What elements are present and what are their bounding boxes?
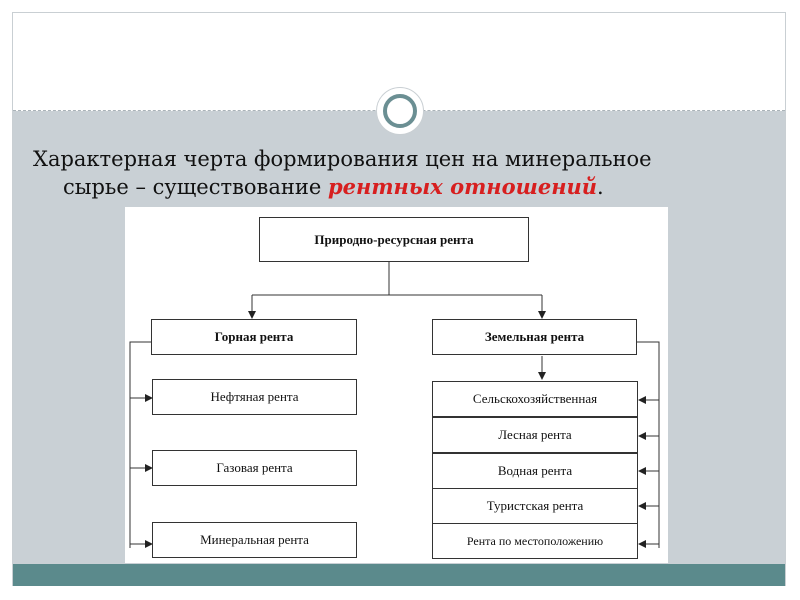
right-item-box: Лесная рента bbox=[432, 417, 638, 453]
heading-line-1: Характерная черта формирования цен на ми… bbox=[33, 147, 652, 171]
slide-heading: Характерная черта формирования цен на ми… bbox=[33, 145, 773, 201]
heading-accent: рентных отношений bbox=[327, 174, 598, 199]
diagram-connectors bbox=[129, 262, 660, 548]
left-item-box: Минеральная рента bbox=[152, 522, 357, 558]
decorative-ring-icon bbox=[383, 94, 417, 128]
left-branch-box: Горная рента bbox=[151, 319, 357, 355]
left-feed-line bbox=[129, 341, 151, 548]
right-branch-box: Земельная рента bbox=[432, 319, 637, 355]
right-item-box: Сельскохозяйственная bbox=[432, 381, 638, 417]
right-item-box: Рента по местоположению bbox=[432, 523, 638, 559]
footer-band bbox=[13, 564, 785, 586]
rent-diagram: Природно-ресурсная рента Горная рента Не… bbox=[125, 207, 668, 563]
root-box: Природно-ресурсная рента bbox=[259, 217, 529, 262]
heading-line-2: сырье – существование рентных отношений. bbox=[33, 173, 773, 201]
left-item-box: Нефтяная рента bbox=[152, 379, 357, 415]
left-item-box: Газовая рента bbox=[152, 450, 357, 486]
right-item-box: Туристская рента bbox=[432, 488, 638, 524]
heading-line-2-text: сырье – существование bbox=[63, 175, 328, 199]
heading-suffix: . bbox=[597, 175, 604, 199]
right-feed-line bbox=[637, 341, 660, 548]
right-item-box: Водная рента bbox=[432, 453, 638, 489]
